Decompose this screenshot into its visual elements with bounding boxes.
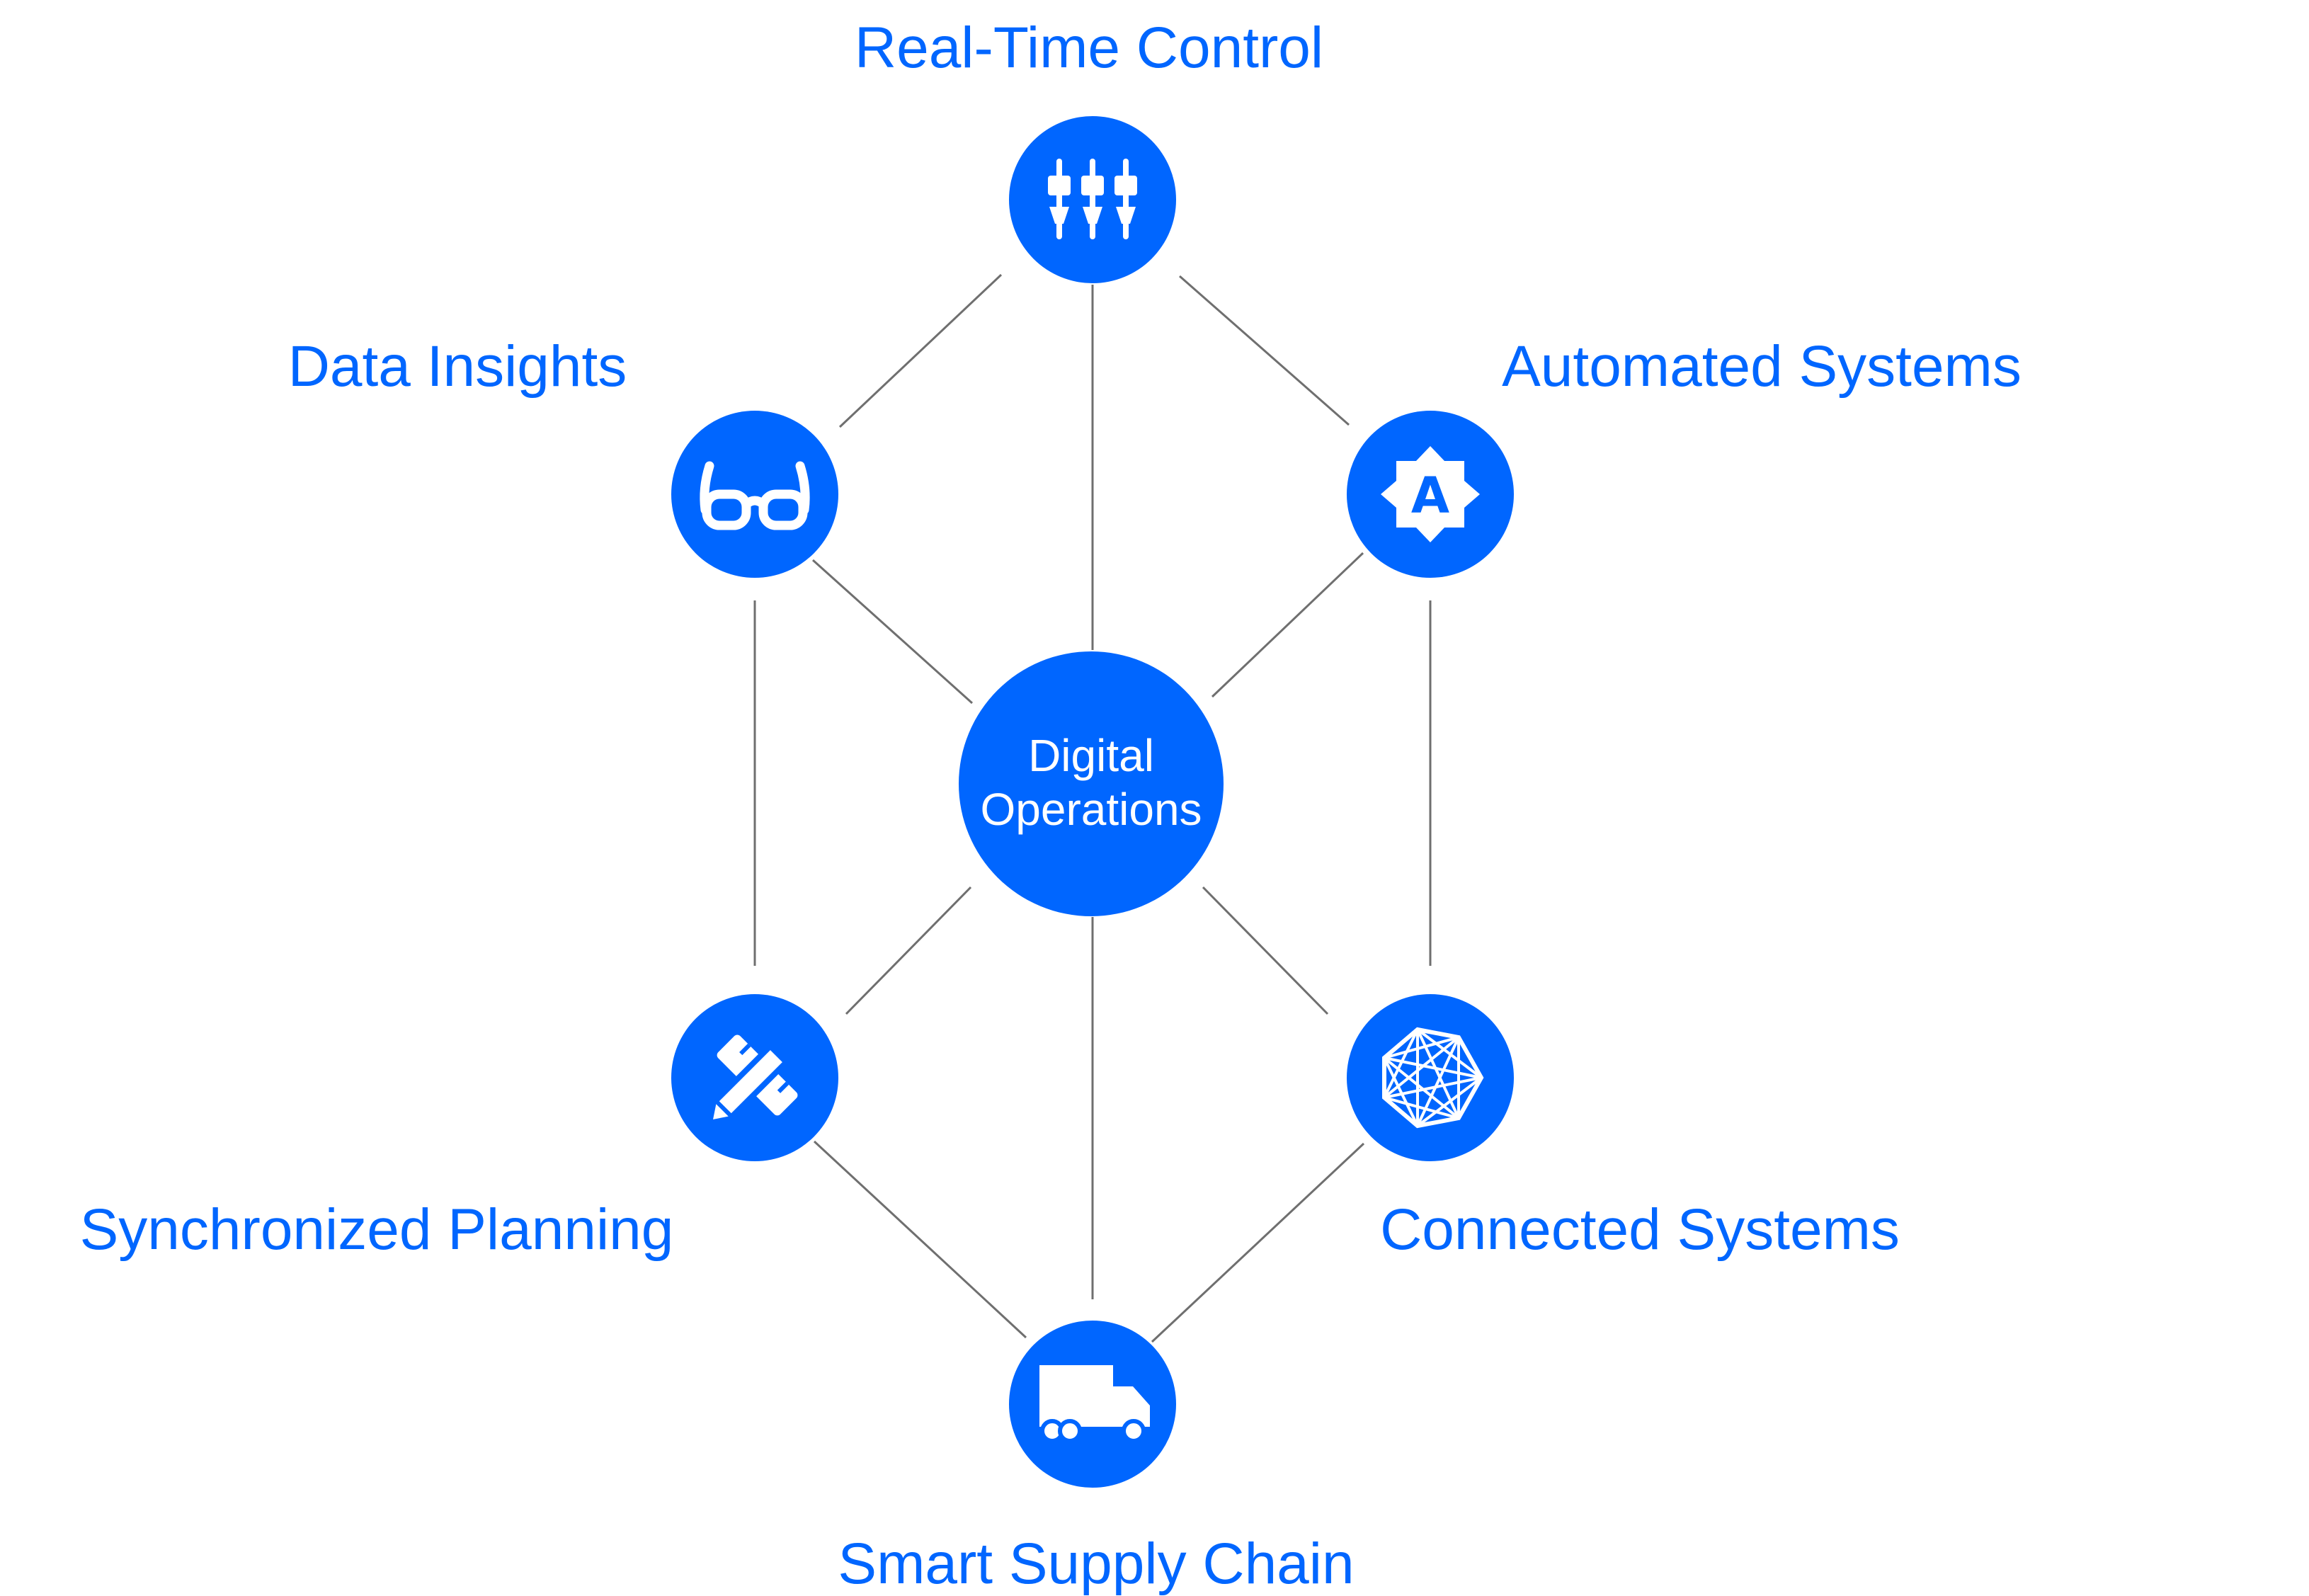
node-real-time-control: Real-Time Control (855, 16, 1323, 283)
line-topleft-to-center (811, 559, 974, 705)
line-topright-to-center (1211, 552, 1364, 698)
node-label: Data Insights (288, 334, 627, 399)
center-circle (959, 651, 1224, 916)
node-smart-supply-chain: Smart Supply Chain (838, 1321, 1355, 1596)
automation-badge-icon: A (1381, 446, 1480, 542)
line-top-to-topright (1179, 275, 1350, 426)
truck-icon (1039, 1365, 1150, 1443)
node-synchronized-planning: Synchronized Planning (80, 994, 838, 1262)
sliders-icon (1048, 159, 1137, 239)
node-label: Real-Time Control (855, 16, 1323, 80)
node-circle (1347, 994, 1514, 1161)
center-label-line2: Operations (980, 784, 1202, 835)
automation-letter: A (1411, 467, 1449, 525)
connector-lines (753, 273, 1432, 1343)
node-circle (671, 411, 838, 578)
node-label: Automated Systems (1502, 334, 2022, 399)
line-bottomright-to-bottom (1151, 1142, 1365, 1343)
node-connected-systems: Connected Systems (1347, 994, 1900, 1262)
line-bottomleft-to-bottom (813, 1140, 1027, 1339)
glasses-icon (700, 461, 810, 530)
pencil-shape (709, 1044, 789, 1124)
line-center-to-bottomright (1202, 886, 1329, 1015)
node-label: Smart Supply Chain (838, 1532, 1354, 1596)
node-label: Connected Systems (1380, 1197, 1900, 1262)
node-automated-systems: A Automated Systems (1347, 334, 2022, 578)
center-label-line1: Digital (1028, 730, 1154, 781)
line-center-to-bottomleft (845, 886, 972, 1015)
node-label: Synchronized Planning (80, 1197, 674, 1262)
network-mesh-icon (1382, 1027, 1484, 1129)
node-data-insights: Data Insights (288, 334, 838, 578)
line-top-to-topleft (838, 273, 1003, 428)
center-node: Digital Operations (959, 651, 1224, 916)
